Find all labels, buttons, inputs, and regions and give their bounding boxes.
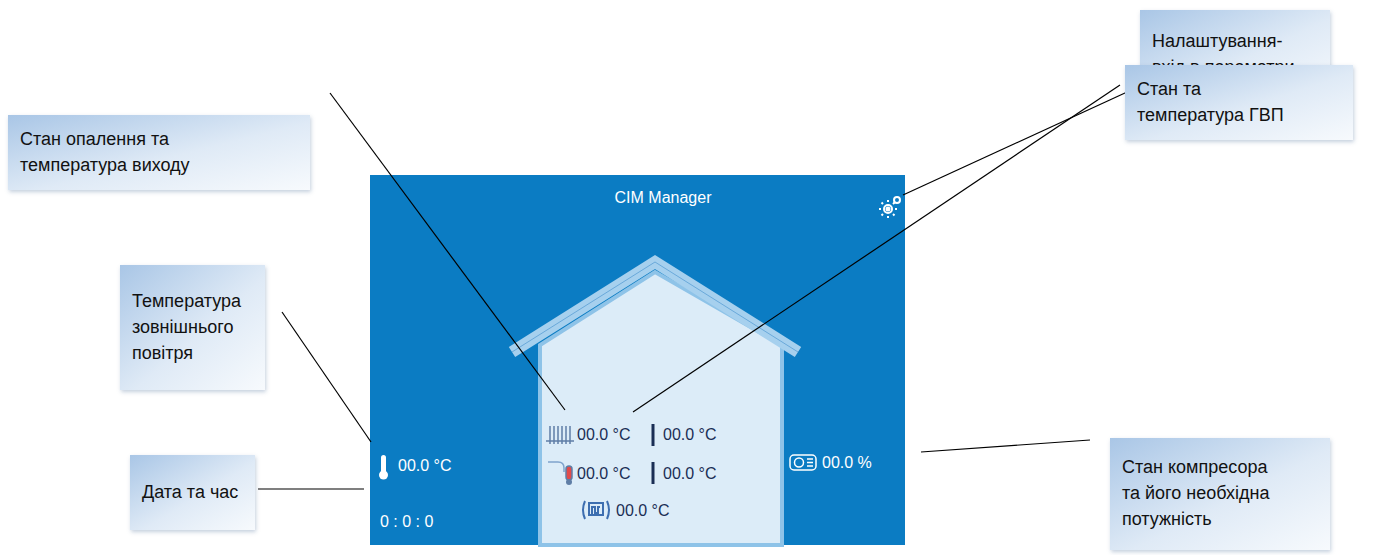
screen-panel [370, 175, 905, 545]
outdoor-value: 00.0 °C [398, 456, 452, 475]
callout-text: Стан та температура ГВП [1137, 76, 1295, 128]
heating-value: 00.0 °C [663, 425, 717, 444]
callout-box: Стан та температура ГВП [1125, 65, 1353, 140]
callout-text: Температура зовнішнього повітря [132, 288, 253, 366]
callout-box: Температура зовнішнього повітря [120, 265, 265, 390]
heating-value: 00.0 °C [577, 425, 631, 444]
callout-box: Дата та час [130, 455, 255, 530]
compressor-icon [790, 455, 816, 470]
heat-exchanger-icon [583, 501, 609, 519]
compressor-value: 00.0 % [822, 453, 872, 472]
callout-text: Дата та час [142, 479, 243, 505]
callout-box: Стан опалення та температура виходу [8, 115, 310, 190]
gear-icon [879, 197, 900, 218]
thermometer-icon [379, 455, 388, 480]
leader-line [258, 85, 1138, 489]
callout-text: Стан опалення та температура виходу [20, 126, 220, 178]
dhw-value: 00.0 °C [663, 464, 717, 483]
faucet-icon [548, 462, 572, 485]
callout-text: Стан компресора та його необхідна потужн… [1122, 454, 1277, 532]
callout-box: Стан компресора та його необхідна потужн… [1110, 438, 1330, 550]
house-figure [512, 262, 798, 545]
value-separator [652, 424, 655, 484]
screen-title: CIM Manager [615, 188, 712, 207]
exchanger-value: 00.0 °C [616, 501, 670, 520]
dhw-value: 00.0 °C [577, 464, 631, 483]
clock-value: 0 : 0 : 0 [380, 512, 433, 531]
radiator-icon [546, 426, 574, 444]
